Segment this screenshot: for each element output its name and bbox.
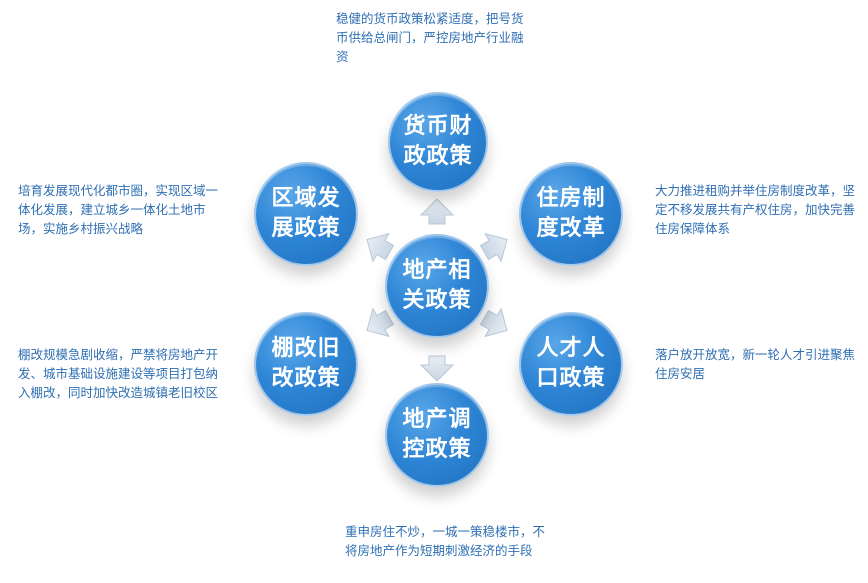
arrow-down-right-icon	[479, 307, 508, 338]
arrow-down-left-icon	[366, 307, 395, 338]
node-monetary-fiscal-label: 货币财政政策	[403, 114, 473, 169]
node-housing-reform: 住房制度改革	[519, 162, 623, 266]
node-talent: 人才人口政策	[519, 312, 623, 416]
arrow-down-icon	[419, 355, 455, 382]
center-node-label: 地产相关政策	[402, 258, 472, 313]
desc-monetary-fiscal: 稳健的货币政策松紧适度，把号货币供给总闸门，严控房地产行业融资	[336, 11, 524, 64]
node-regional: 区域发展政策	[254, 162, 358, 266]
arrow-up-icon	[419, 198, 455, 225]
desc-housing-reform: 大力推进租购并举住房制度改革，坚定不移发展共有产权住房，加快完善住房保障体系	[655, 183, 856, 236]
node-regulation: 地产调控政策	[385, 383, 489, 487]
desc-talent: 落户放开放宽，新一轮人才引进聚焦住房安居	[655, 347, 856, 381]
arrow-up-right-icon	[479, 232, 508, 263]
node-shantytown-label: 棚改旧改政策	[271, 336, 341, 391]
desc-shantytown: 棚改规模急剧收缩，严禁将房地产开发、城市基础设施建设等项目打包纳入棚改，同时加快…	[18, 347, 219, 400]
node-regional-label: 区域发展政策	[271, 186, 341, 241]
node-monetary-fiscal: 货币财政政策	[388, 92, 488, 192]
desc-regulation: 重申房住不炒，一城一策稳楼市，不将房地产作为短期刺激经济的手段	[345, 524, 546, 558]
node-housing-reform-label: 住房制度改革	[536, 186, 606, 241]
node-shantytown: 棚改旧改政策	[254, 312, 358, 416]
node-talent-label: 人才人口政策	[536, 336, 606, 391]
center-node: 地产相关政策	[385, 234, 489, 338]
node-regulation-label: 地产调控政策	[402, 407, 472, 462]
desc-regional: 培育发展现代化都市圈，实现区域一体化发展，建立城乡一体化土地市场，实施乡村振兴战…	[18, 183, 219, 236]
arrow-up-left-icon	[366, 232, 395, 263]
